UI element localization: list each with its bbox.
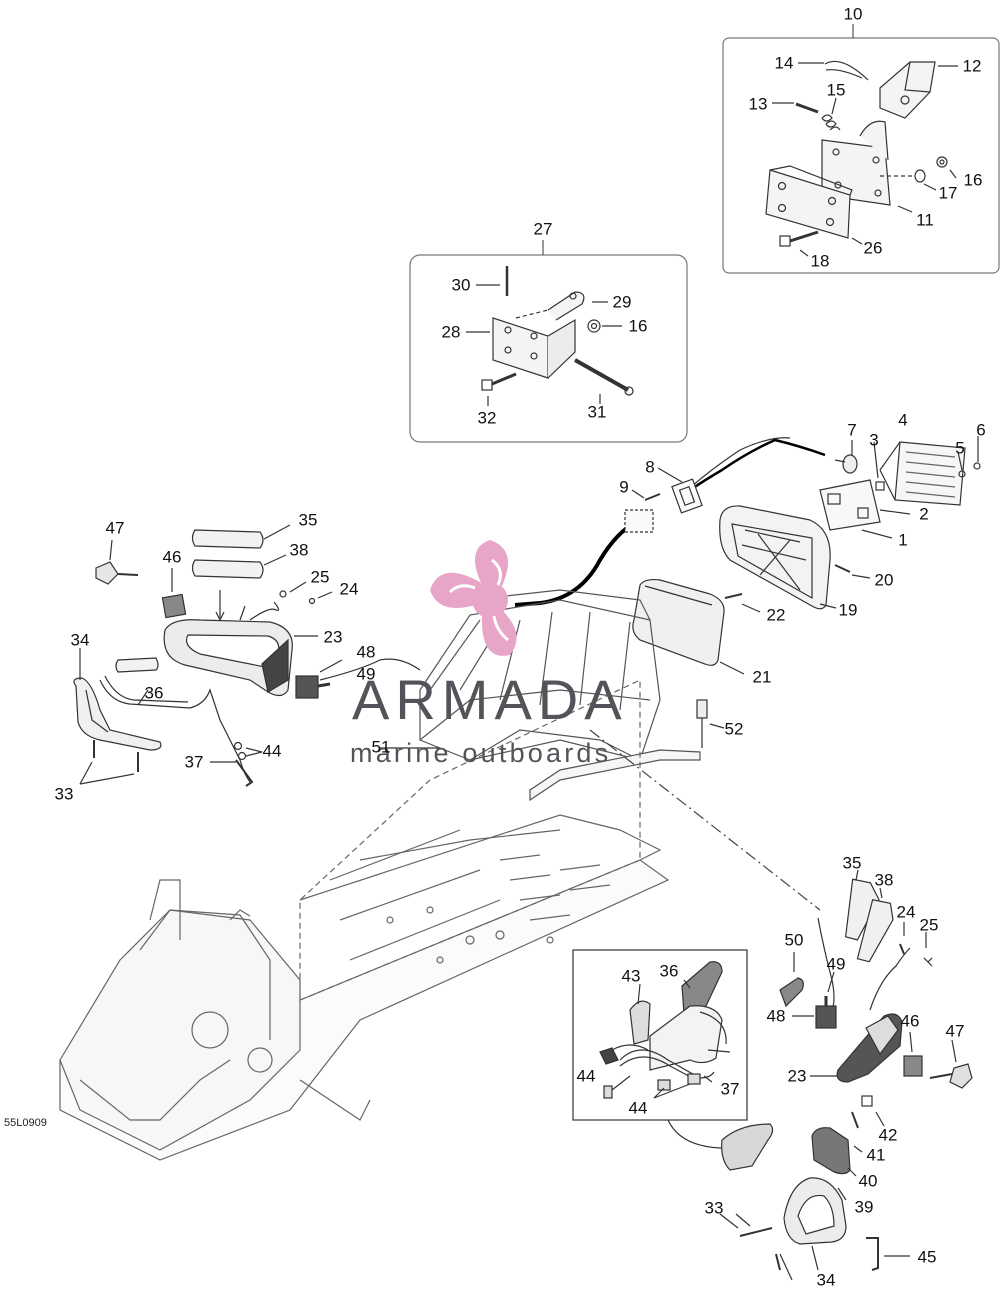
callout-9: 9 — [619, 477, 629, 497]
callout-15: 15 — [826, 80, 846, 100]
callout-8: 8 — [645, 457, 655, 477]
callout-36a: 36 — [144, 683, 164, 703]
callout-37b: 37 — [720, 1079, 740, 1099]
callout-23b: 23 — [787, 1066, 807, 1086]
callout-45: 45 — [917, 1247, 937, 1267]
callout-17: 17 — [938, 183, 958, 203]
callout-16b: 16 — [628, 316, 648, 336]
drawing-code: 55L0909 — [4, 1117, 47, 1129]
callout-30: 30 — [451, 275, 471, 295]
callout-25b: 25 — [919, 915, 939, 935]
callout-14: 14 — [774, 53, 794, 73]
callout-32: 32 — [477, 408, 497, 428]
watermark-tagline: marine outboards — [350, 738, 612, 768]
callout-26: 26 — [863, 238, 883, 258]
callout-25a: 25 — [310, 567, 330, 587]
callout-33b: 33 — [704, 1198, 724, 1218]
taillight-assembly — [514, 436, 981, 675]
callout-50: 50 — [784, 930, 804, 950]
callout-43: 43 — [621, 966, 641, 986]
callout-22: 22 — [766, 605, 786, 625]
inset-box-43 — [572, 949, 748, 1121]
callout-47b: 47 — [945, 1021, 965, 1041]
callout-49a: 49 — [356, 664, 376, 684]
callout-7: 7 — [847, 420, 857, 440]
callout-39: 39 — [854, 1197, 874, 1217]
callout-16a: 16 — [963, 170, 983, 190]
callout-37a: 37 — [184, 752, 204, 772]
callout-33a: 33 — [54, 784, 74, 804]
callout-3: 3 — [869, 430, 879, 450]
callout-47a: 47 — [105, 518, 125, 538]
callout-23a: 23 — [323, 627, 343, 647]
callout-40: 40 — [858, 1171, 878, 1191]
callout-35a: 35 — [298, 510, 318, 530]
callout-5: 5 — [955, 438, 965, 458]
callout-2: 2 — [919, 504, 929, 524]
right-handle-assembly — [667, 869, 973, 1281]
callout-44a: 44 — [262, 741, 282, 761]
callout-27: 27 — [533, 219, 553, 239]
callout-38a: 38 — [289, 540, 309, 560]
assembly-box-27 — [409, 240, 688, 443]
callout-38b: 38 — [874, 870, 894, 890]
callout-12: 12 — [962, 56, 982, 76]
callout-35b: 35 — [842, 853, 862, 873]
callout-46a: 46 — [162, 547, 182, 567]
callout-18: 18 — [810, 251, 830, 271]
callout-48a: 48 — [356, 642, 376, 662]
callout-49b: 49 — [826, 954, 846, 974]
callout-52: 52 — [724, 719, 744, 739]
callout-4: 4 — [898, 410, 908, 430]
callout-1: 1 — [898, 530, 908, 550]
callout-24b: 24 — [896, 902, 916, 922]
callout-28: 28 — [441, 322, 461, 342]
callout-36b: 36 — [659, 961, 679, 981]
callout-44c: 44 — [628, 1098, 648, 1118]
callout-44b: 44 — [576, 1066, 596, 1086]
left-handle-assembly — [73, 524, 421, 787]
callout-21: 21 — [752, 667, 772, 687]
callout-48b: 48 — [766, 1006, 786, 1026]
callout-10: 10 — [843, 4, 863, 24]
armada-propeller-logo-icon — [430, 540, 517, 656]
callout-51: 51 — [371, 737, 391, 757]
callout-11: 11 — [916, 210, 934, 230]
callout-29: 29 — [612, 292, 632, 312]
callout-19: 19 — [838, 600, 858, 620]
callout-42: 42 — [878, 1125, 898, 1145]
callout-46b: 46 — [900, 1011, 920, 1031]
callout-34b: 34 — [816, 1270, 836, 1290]
callout-41: 41 — [866, 1145, 886, 1165]
assembly-box-10 — [722, 24, 1000, 274]
callout-24a: 24 — [339, 579, 359, 599]
callout-20: 20 — [874, 570, 894, 590]
callout-34a: 34 — [70, 630, 90, 650]
callout-6: 6 — [976, 420, 986, 440]
watermark-brand-name: ARMADA — [352, 668, 628, 731]
callout-31: 31 — [587, 402, 607, 422]
chassis-frame — [59, 679, 670, 1161]
callout-13: 13 — [748, 94, 768, 114]
